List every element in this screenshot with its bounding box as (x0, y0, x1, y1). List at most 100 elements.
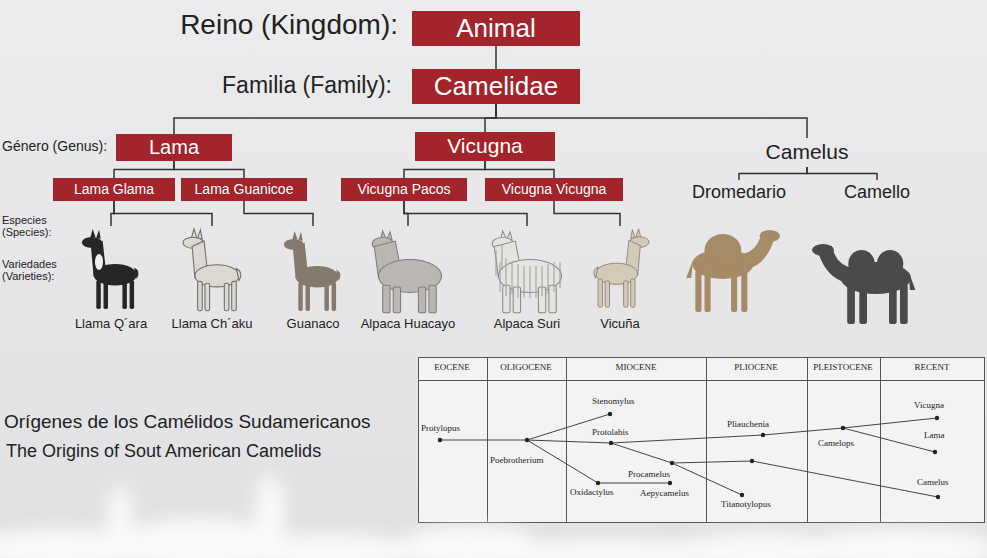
species-name: Dromedario (684, 180, 795, 205)
llama-chaku-figure (183, 229, 241, 311)
variety-node: Guanaco (265, 226, 361, 332)
rank-label: Familia (Family): (222, 73, 392, 98)
variety-node: Llama Q´ara (63, 226, 159, 332)
alpaca-suri-figure (496, 244, 560, 298)
tree-connector (174, 161, 244, 178)
alpaca-huacayo-figure (372, 231, 441, 313)
timeline-table (419, 358, 985, 523)
lineage-dots (761, 433, 765, 437)
genus-fossil-name: Lama (924, 431, 945, 441)
node-text: Vicugna Pacos (357, 181, 450, 197)
genus-box: Vicugna (415, 132, 555, 161)
llama-qara-figure (82, 229, 139, 309)
species-box: Vicugna Vicugna (485, 178, 623, 201)
variety-node: Llama Ch´aku (164, 226, 261, 332)
node-text: Vicugna Vicugna (502, 181, 607, 197)
timeline-table (418, 357, 984, 522)
rank-label: Género (Genus): (2, 139, 107, 154)
genus-fossil-name: Poebrotherium (490, 456, 544, 466)
lineage-dots (438, 412, 940, 499)
node-text: Alpaca Suri (494, 317, 560, 332)
rank-label: Reino (Kingdom): (180, 10, 398, 41)
tree-connector (495, 46, 497, 69)
lineage-lines (440, 414, 938, 497)
section-title: The Origins of Sout American Camelids (6, 442, 321, 462)
fog (800, 530, 987, 558)
rank-label: Especies (Species): (2, 214, 66, 238)
genus-fossil-name: Protylopus (421, 424, 460, 434)
llama-chaku-figure (183, 229, 241, 311)
timeline-table (418, 357, 985, 523)
genus-name: Camelus (758, 138, 857, 167)
epoch-header: OLIGOCENE (500, 363, 552, 373)
node-text: Lama Guanicoe (195, 181, 294, 197)
lineage-dots (933, 450, 937, 454)
genus-fossil-name: Procamelus (628, 470, 670, 480)
node-text: Alpaca Huacayo (361, 317, 456, 332)
node-text: Animal (456, 14, 535, 44)
guanaco-figure (284, 231, 341, 311)
lineage-dots (670, 461, 674, 465)
tree-connector (554, 201, 620, 226)
lineage-dots (936, 495, 940, 499)
fog (0, 475, 987, 558)
lineage-dots (668, 481, 672, 485)
genus-fossil-name: Oxidactylus (570, 488, 614, 498)
species-box: Vicugna Pacos (341, 178, 467, 201)
node-text: Guanaco (287, 317, 340, 332)
lineage-dots (740, 493, 744, 497)
node-text: Llama Q´ara (75, 317, 147, 332)
node-text: Lama Glama (74, 181, 154, 197)
tree-connector (739, 167, 807, 180)
tree-connector (485, 104, 496, 132)
llama-qara-figure (95, 254, 103, 270)
tree-connector (807, 167, 877, 180)
variety-node: Vicuña (572, 226, 668, 332)
lineage-dots (525, 438, 529, 442)
node-text: Vicuña (600, 317, 640, 332)
fog (108, 486, 132, 554)
vicuna-figure (594, 229, 649, 307)
lineage-dots (935, 416, 939, 420)
alpaca-suri-figure (492, 231, 561, 313)
epoch-header: PLIOCENE (734, 363, 778, 373)
vicuna-figure (594, 229, 649, 307)
tree-connector (404, 161, 485, 178)
tree-connector (114, 201, 212, 226)
epoch-header: PLEISTOCENE (813, 363, 872, 373)
rank-label: Variedades (Varieties): (2, 258, 68, 282)
lineage-dots (750, 459, 754, 463)
node-text: Camello (844, 182, 910, 203)
tree-connector (485, 161, 554, 178)
alpaca-huacayo-figure (372, 231, 441, 313)
node-text: Camelidae (434, 72, 558, 102)
family-box: Camelidae (412, 69, 580, 104)
llama-qara-figure (82, 229, 139, 309)
genus-fossil-name: Camelus (917, 478, 949, 488)
epoch-header: RECENT (915, 363, 950, 373)
species-box: Lama Glama (53, 178, 175, 201)
alpaca-suri-figure (492, 231, 561, 313)
kingdom-box: Animal (412, 11, 580, 46)
node-text: Vicugna (447, 134, 523, 158)
epoch-header: EOCENE (434, 363, 470, 373)
variety-node: Alpaca Suri (479, 226, 575, 332)
genus-fossil-name: Titanotylopus (721, 500, 771, 510)
lineage-lines (440, 414, 938, 497)
epoch-header: MIOCENE (616, 363, 657, 373)
tree-connector (174, 104, 496, 134)
lineage-dots (596, 481, 600, 485)
genus-fossil-name: Vicugna (914, 401, 944, 411)
tree-connector (404, 201, 527, 226)
dromedary-figure (686, 230, 780, 312)
section-title: Orígenes de los Camélidos Sudamericanos (4, 412, 370, 433)
guanaco-figure (284, 231, 341, 311)
node-text: Lama (149, 136, 199, 159)
lineage-dots (438, 438, 442, 442)
genus-fossil-name: Protolabis (592, 428, 629, 438)
genus-fossil-name: Stenomylus (592, 397, 635, 407)
node-text: Dromedario (692, 182, 786, 203)
tree-connector (244, 201, 313, 226)
